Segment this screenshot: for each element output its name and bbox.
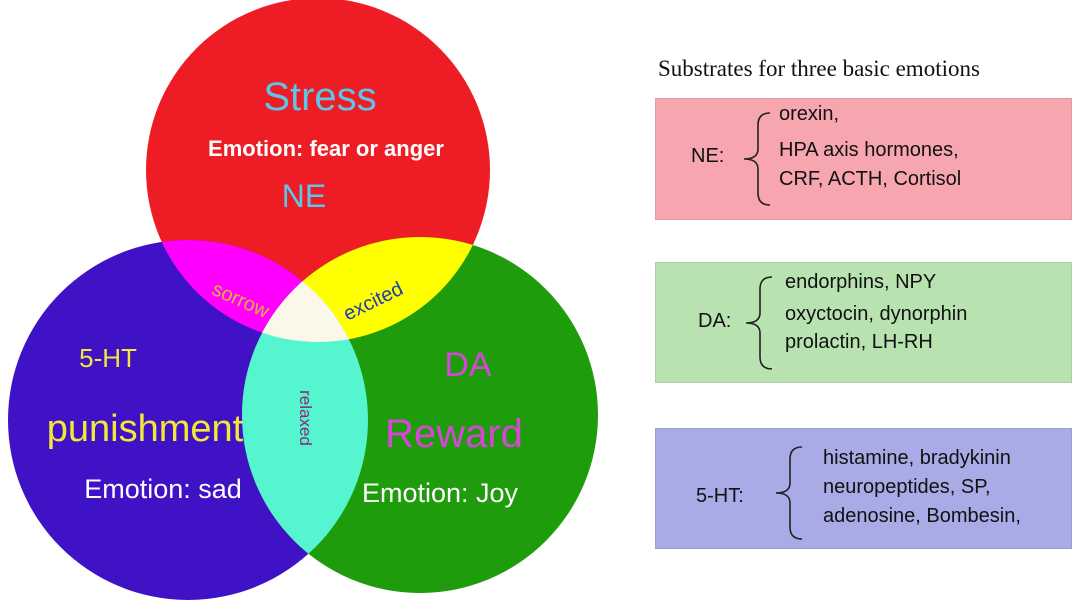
da-item: endorphins, NPY [785,271,937,293]
ht-item: adenosine, Bombesin, [823,505,1021,527]
ne-item: CRF, ACTH, Cortisol [779,168,962,190]
ht-substrates-box: 5-HT: histamine, bradykinin neuropeptide… [655,428,1072,549]
brace-icon [743,112,771,206]
ht-item: neuropeptides, SP, [823,476,991,498]
punishment-transmitter: 5-HT [79,343,137,373]
reward-transmitter: DA [444,346,492,384]
ne-substrates-box: NE: orexin, HPA axis hormones, CRF, ACTH… [655,98,1072,220]
da-item: oxyctocin, dynorphin [785,303,968,325]
reward-title: Reward [385,412,523,456]
center-overlap [242,240,368,342]
da-label: DA: [698,310,732,332]
ne-item: HPA axis hormones, [779,139,959,161]
punishment-emotion: Emotion: sad [84,474,242,504]
brace-icon [745,276,773,370]
ht-item: histamine, bradykinin [823,447,1011,469]
stress-transmitter: NE [282,178,326,214]
ht-label: 5-HT: [696,485,744,507]
stress-emotion: Emotion: fear or anger [208,136,444,161]
stress-title: Stress [263,75,376,119]
punishment-title: punishment [47,408,244,450]
brace-icon [775,446,803,540]
reward-emotion: Emotion: Joy [362,478,519,508]
ne-label: NE: [691,145,725,167]
venn-diagram: Stress Emotion: fear or anger NE 5-HT pu… [8,0,598,600]
panel-title: Substrates for three basic emotions [658,56,980,81]
ne-item: orexin, [779,103,840,125]
da-item: prolactin, LH-RH [785,331,933,353]
da-substrates-box: DA: endorphins, NPY oxyctocin, dynorphin… [655,262,1072,383]
relaxed-label: relaxed [296,390,315,446]
